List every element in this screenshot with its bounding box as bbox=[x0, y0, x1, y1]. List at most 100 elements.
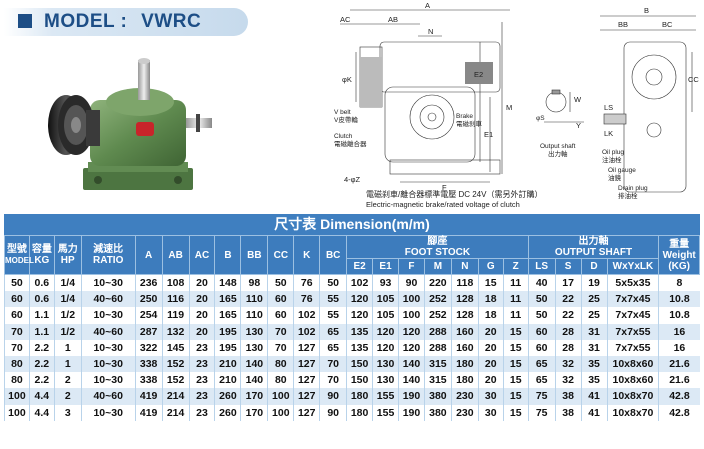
table-cell: 140 bbox=[398, 355, 425, 373]
table-cell: 100 bbox=[4, 388, 30, 405]
shaft-caption-zh: 出力軸 bbox=[548, 149, 568, 158]
dim-BB: BB bbox=[618, 20, 628, 29]
dim-B: B bbox=[644, 6, 649, 15]
table-cell: 195 bbox=[214, 323, 241, 340]
table-cell: 75 bbox=[527, 404, 556, 421]
table-cell: 55 bbox=[319, 307, 347, 324]
table-cell: 55 bbox=[319, 291, 347, 308]
table-cell: 60 bbox=[4, 307, 30, 324]
table-cell: 102 bbox=[293, 323, 320, 340]
model-name: VWRC bbox=[141, 11, 202, 32]
dim-W: W bbox=[574, 95, 582, 104]
brake-label-zh: 電磁刹車 bbox=[456, 119, 483, 128]
table-cell: 195 bbox=[214, 339, 241, 356]
table-cell: 70 bbox=[319, 355, 347, 373]
table-cell: 10~30 bbox=[80, 274, 136, 292]
table-cell: 152 bbox=[161, 372, 190, 389]
col-BB: BB bbox=[240, 235, 269, 275]
table-cell: 80 bbox=[267, 355, 294, 373]
table-cell: 7x7x55 bbox=[606, 339, 659, 356]
voltage-note-zh: 電磁刹車/離合器標準電壓 DC 24V（需另外訂購） bbox=[366, 190, 543, 199]
table-cell: 76 bbox=[293, 274, 320, 292]
table-cell: 15 bbox=[502, 388, 529, 405]
col-WxYxLK: WxYxLK bbox=[606, 258, 660, 275]
table-cell: 338 bbox=[134, 372, 163, 389]
table-cell: 50 bbox=[527, 291, 556, 308]
dim-E1: E1 bbox=[484, 130, 493, 139]
table-cell: 322 bbox=[134, 339, 163, 356]
dim-LK: LK bbox=[604, 129, 613, 138]
table-cell: 70 bbox=[4, 339, 30, 356]
table-cell: 110 bbox=[240, 307, 268, 324]
table-cell: 93 bbox=[372, 274, 399, 292]
table-cell: 3 bbox=[53, 404, 82, 421]
table-cell: 16 bbox=[658, 339, 700, 356]
output-shaft-drawing: W Y φS Output shaft 出力軸 bbox=[536, 89, 584, 158]
table-cell: 100 bbox=[398, 291, 425, 308]
table-cell: 90 bbox=[319, 404, 347, 421]
oil-plug-zh: 注油栓 bbox=[602, 155, 622, 164]
table-cell: 180 bbox=[450, 355, 479, 373]
table-cell: 100 bbox=[4, 404, 30, 421]
table-cell: 10~30 bbox=[80, 355, 136, 373]
table-cell: 65 bbox=[527, 372, 556, 389]
table-cell: 210 bbox=[214, 372, 241, 389]
table-cell: 288 bbox=[423, 339, 452, 356]
table-cell: 160 bbox=[450, 323, 479, 340]
col-AB: AB bbox=[161, 235, 190, 275]
table-cell: 20 bbox=[477, 355, 504, 373]
dim-Y: Y bbox=[576, 121, 581, 130]
table-cell: 10~30 bbox=[80, 307, 136, 324]
main-dimension-drawing: A AC AB N φK E2 M E1 F 4-φZ V belt V皮帶輪 … bbox=[334, 2, 512, 192]
table-cell: 60 bbox=[527, 339, 556, 356]
table-cell: 20 bbox=[188, 307, 215, 324]
table-cell: 165 bbox=[214, 291, 241, 308]
table-cell: 20 bbox=[188, 274, 215, 292]
table-cell: 230 bbox=[450, 388, 479, 405]
table-cell: 135 bbox=[346, 339, 373, 356]
side-view-drawing: B BB BC LS LK CC Oil plug 注油栓 Oil gauge … bbox=[600, 6, 699, 200]
table-cell: 108 bbox=[161, 274, 190, 292]
table-cell: 70 bbox=[267, 339, 294, 356]
table-cell: 116 bbox=[161, 291, 190, 308]
table-cell: 10~30 bbox=[80, 372, 136, 389]
table-cell: 41 bbox=[580, 404, 607, 421]
table-cell: 70 bbox=[319, 372, 347, 389]
table-cell: 31 bbox=[580, 323, 607, 340]
table-cell: 15 bbox=[502, 372, 529, 389]
table-cell: 23 bbox=[188, 355, 215, 373]
table-cell: 140 bbox=[240, 355, 268, 373]
table-cell: 60 bbox=[527, 323, 556, 340]
table-cell: 220 bbox=[423, 274, 452, 292]
table-cell: 100 bbox=[267, 388, 294, 405]
table-cell: 120 bbox=[346, 307, 373, 324]
col-Z: Z bbox=[502, 258, 529, 275]
table-cell: 38 bbox=[554, 404, 582, 421]
table-cell: 150 bbox=[346, 372, 373, 389]
table-cell: 132 bbox=[161, 323, 190, 340]
dim-N: N bbox=[428, 27, 433, 36]
table-cell: 10~30 bbox=[80, 339, 136, 356]
table-cell: 18 bbox=[477, 291, 504, 308]
table-cell: 15 bbox=[502, 323, 529, 340]
table-cell: 254 bbox=[134, 307, 163, 324]
table-cell: 60 bbox=[267, 291, 294, 308]
table-cell: 127 bbox=[293, 355, 320, 373]
table-cell: 190 bbox=[398, 404, 425, 421]
table-cell: 150 bbox=[346, 355, 373, 373]
table-cell: 70 bbox=[4, 323, 30, 340]
table-cell: 28 bbox=[554, 323, 582, 340]
table-cell: 42.8 bbox=[658, 388, 700, 405]
table-cell: 50 bbox=[319, 274, 347, 292]
table-cell: 30 bbox=[477, 404, 504, 421]
table-cell: 1/4 bbox=[53, 274, 82, 292]
table-cell: 90 bbox=[319, 388, 347, 405]
table-cell: 4.4 bbox=[28, 404, 55, 421]
table-cell: 22 bbox=[554, 291, 582, 308]
dim-AB: AB bbox=[388, 15, 398, 24]
